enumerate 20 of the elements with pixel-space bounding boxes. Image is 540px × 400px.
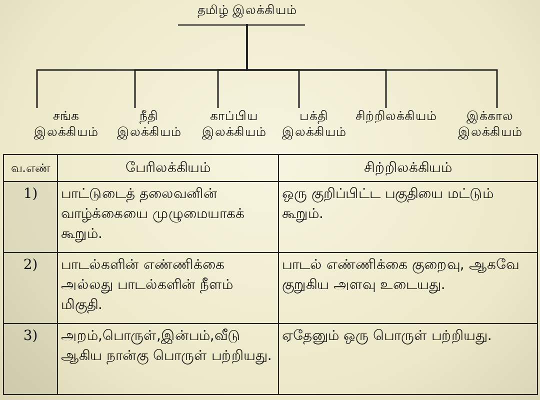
column-header: சிற்றிலக்கியம் xyxy=(278,154,538,182)
table-cell: பாடல் எண்ணிக்கை குறைவு, ஆகவே குறுகிய அளவு உடையது. xyxy=(278,252,538,324)
table-cell: அறம்,பொருள்,இன்பம்,வீடு ஆகிய நான்கு பொருள் பற்றியது. xyxy=(58,324,278,394)
row-number: 2) xyxy=(4,252,58,324)
category-label: இக்கால இலக்கியம் xyxy=(457,108,523,140)
category-label: நீதி இலக்கியம் xyxy=(116,108,182,140)
category-label: பக்தி இலக்கியம் xyxy=(281,108,347,140)
row-number: 3) xyxy=(4,324,58,394)
table-cell: ஏதேனும் ஒரு பொருள் பற்றியது. xyxy=(278,324,538,394)
column-header: வ.எண் xyxy=(4,154,58,182)
table-cell: பாடல்களின் எண்ணிக்கை அல்லது பாடல்களின் நீளம் மிகுதி. xyxy=(58,252,278,324)
row-number: 1) xyxy=(4,182,58,252)
table-cell: பாட்டுடைத் தலைவனின் வாழ்க்கையை முழுமையாகக் கூறும். xyxy=(58,182,278,252)
category-label: காப்பிய இலக்கியம் xyxy=(201,108,267,140)
category-label: சிற்றிலக்கியம் xyxy=(354,108,438,124)
table-cell: ஒரு குறிப்பிட்ட பகுதியை மட்டும் கூறும். xyxy=(278,182,538,252)
category-label: சங்க இலக்கியம் xyxy=(33,108,99,140)
column-header: பேரிலக்கியம் xyxy=(58,154,278,182)
root-heading: தமிழ் இலக்கியம் xyxy=(196,2,298,18)
connector-line xyxy=(246,24,498,108)
